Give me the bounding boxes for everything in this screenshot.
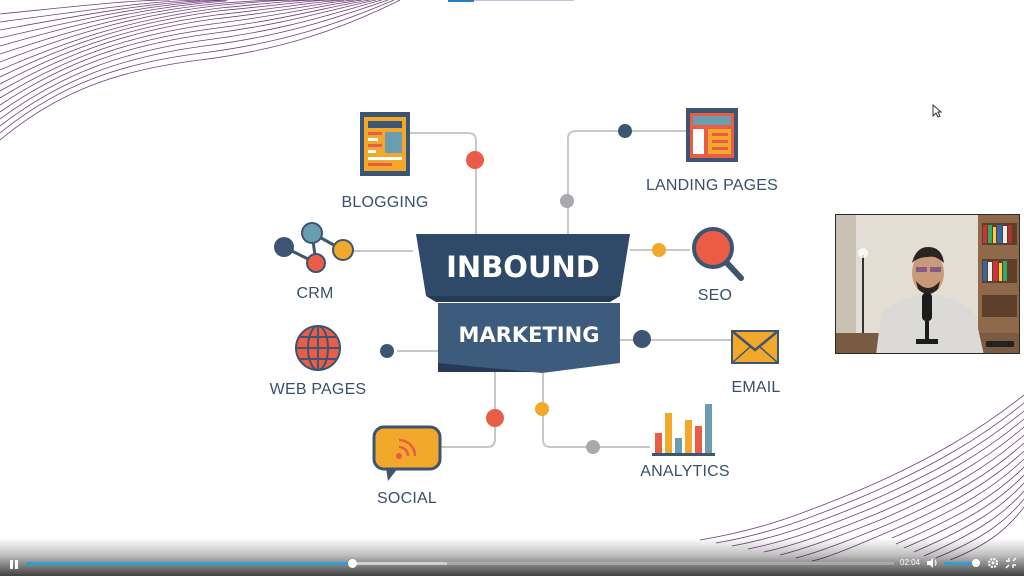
label-analytics: ANALYTICS — [640, 463, 730, 480]
label-seo: SEO — [698, 287, 732, 304]
banner-title-top: INBOUND — [446, 250, 600, 284]
inbound-marketing-banner: INBOUND MARKETING — [416, 234, 630, 373]
network-nodes-icon — [274, 222, 354, 273]
top-left-wave-decoration — [0, 0, 401, 141]
exit-fullscreen-icon[interactable] — [1004, 556, 1018, 570]
webcam-presenter-image — [836, 215, 1019, 353]
blog-document-icon — [360, 112, 410, 176]
label-email: EMAIL — [731, 379, 780, 396]
landing-page-icon — [686, 108, 738, 162]
globe-icon — [295, 325, 341, 371]
label-crm: CRM — [296, 285, 333, 302]
video-player-controls: 02:04 — [0, 538, 1024, 576]
node-email — [633, 330, 651, 348]
node-seo — [652, 243, 666, 257]
progress-thumb[interactable] — [347, 559, 357, 568]
label-blogging: BLOGGING — [342, 194, 429, 211]
magnifier-icon — [692, 227, 744, 281]
node-analytics — [586, 440, 600, 454]
banner-title-bottom: MARKETING — [459, 323, 600, 347]
connector-lines — [352, 130, 732, 448]
label-web-pages: WEB PAGES — [270, 381, 367, 398]
volume-fill — [944, 562, 976, 565]
envelope-icon — [731, 330, 779, 364]
gear-icon[interactable] — [986, 556, 1000, 570]
node-analytics-upper — [535, 402, 549, 416]
top-accent-line — [474, 0, 574, 1]
speaker-icon[interactable] — [925, 556, 939, 570]
mouse-cursor-icon — [932, 104, 942, 118]
node-blogging — [466, 151, 484, 169]
label-landing-pages: LANDING PAGES — [646, 177, 778, 194]
pause-icon[interactable] — [6, 556, 22, 572]
volume-thumb[interactable] — [971, 559, 980, 567]
webcam-overlay — [835, 214, 1020, 354]
progress-track — [26, 562, 894, 565]
rss-speech-bubble-icon — [372, 425, 442, 481]
node-social — [486, 409, 504, 427]
time-display: 02:04 — [900, 558, 921, 567]
progress-bar[interactable] — [26, 559, 894, 571]
node-landing — [560, 194, 574, 208]
node-web-pages — [380, 344, 394, 358]
label-social: SOCIAL — [377, 490, 437, 507]
volume-slider[interactable] — [944, 559, 980, 569]
top-accent-bar — [448, 0, 474, 2]
node-landing-top — [618, 124, 632, 138]
progress-fill — [26, 562, 352, 565]
bar-chart-icon — [652, 404, 715, 456]
bottom-right-wave-decoration — [699, 394, 1024, 562]
